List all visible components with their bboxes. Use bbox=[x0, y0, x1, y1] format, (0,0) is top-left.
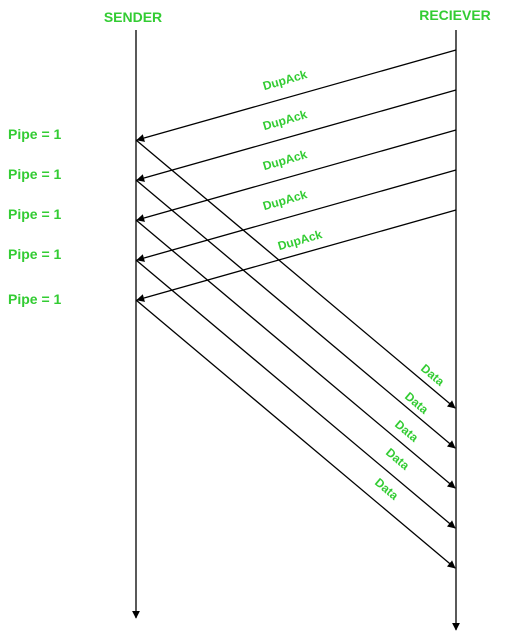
pipe-label: Pipe = 1 bbox=[8, 166, 62, 182]
data-arrows bbox=[135, 139, 456, 569]
data-arrow bbox=[135, 219, 456, 489]
pipe-label: Pipe = 1 bbox=[8, 291, 62, 307]
pipe-label: Pipe = 1 bbox=[8, 126, 62, 142]
data-label: Data bbox=[402, 389, 431, 417]
data-label: Data bbox=[383, 445, 412, 473]
dupack-arrow bbox=[136, 209, 457, 302]
dupack-label: DupAck bbox=[261, 67, 309, 93]
data-arrow bbox=[135, 299, 456, 569]
data-arrow bbox=[135, 139, 456, 409]
sender-label: SENDER bbox=[104, 9, 162, 25]
data-arrow bbox=[135, 179, 456, 449]
data-label: Data bbox=[418, 361, 447, 389]
pipe-label: Pipe = 1 bbox=[8, 206, 62, 222]
dupack-arrows bbox=[136, 49, 457, 302]
dupack-label: DupAck bbox=[261, 147, 309, 173]
dupack-label: DupAck bbox=[261, 107, 309, 133]
dupack-arrow bbox=[136, 89, 457, 182]
data-label: Data bbox=[392, 417, 421, 445]
receiver-label: RECIEVER bbox=[419, 7, 491, 23]
dupack-label: DupAck bbox=[261, 187, 309, 213]
dupack-arrow bbox=[136, 49, 457, 142]
pipe-label: Pipe = 1 bbox=[8, 246, 62, 262]
dupack-arrow bbox=[136, 129, 457, 222]
data-arrow bbox=[135, 259, 456, 529]
dupack-arrow bbox=[136, 169, 457, 262]
